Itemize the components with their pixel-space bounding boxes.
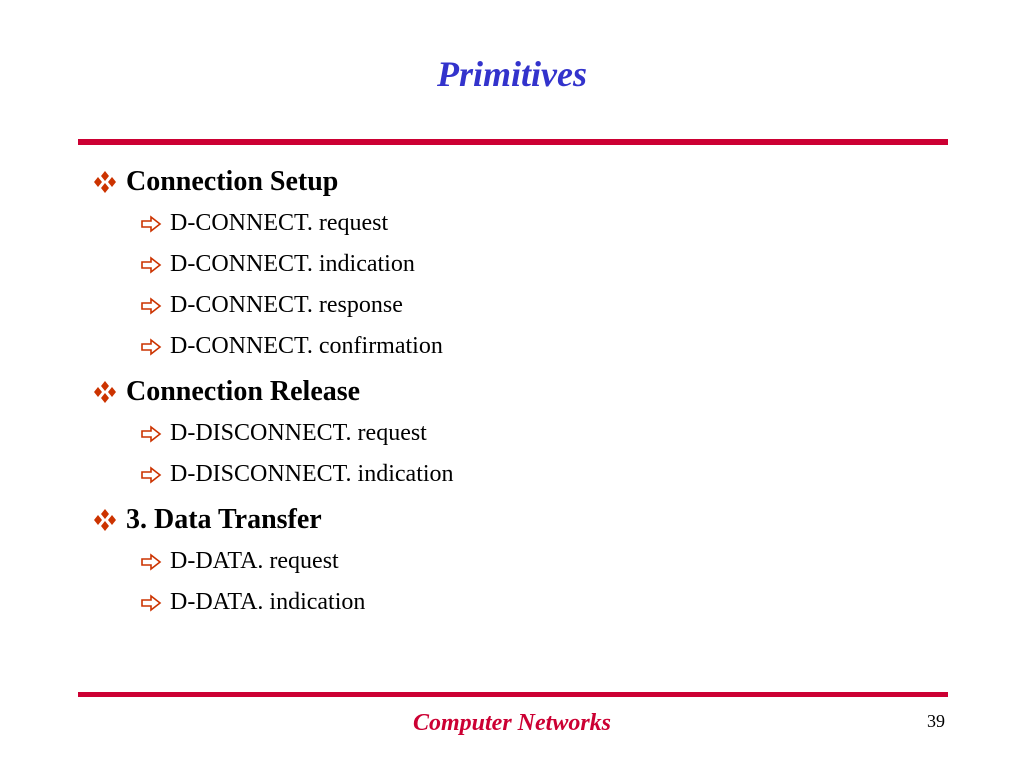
bullet-list: Connection Setup D-CONNECT. request D-CO… <box>90 161 930 623</box>
hollow-arrow-icon <box>141 465 162 484</box>
four-diamond-bullet-icon <box>94 171 116 193</box>
list-item-label: D-DISCONNECT. indication <box>170 461 454 487</box>
list-item-label: D-CONNECT. request <box>170 210 389 236</box>
list-item: D-DATA. request <box>90 541 930 582</box>
section-label: Connection Setup <box>126 166 339 197</box>
bottom-divider <box>78 692 948 697</box>
list-item: D-CONNECT. indication <box>90 244 930 285</box>
hollow-arrow-icon <box>141 552 162 571</box>
page-number: 39 <box>927 711 945 731</box>
list-item-label: D-CONNECT. indication <box>170 251 415 277</box>
list-item: D-DISCONNECT. indication <box>90 454 930 495</box>
section-label: Connection Release <box>126 376 361 407</box>
four-diamond-bullet-icon <box>94 381 116 403</box>
list-item: D-CONNECT. request <box>90 203 930 244</box>
slide-title: Primitives <box>437 54 587 94</box>
list-item-label: D-CONNECT. response <box>170 292 403 318</box>
list-item: D-DATA. indication <box>90 582 930 623</box>
section-data-transfer: 3. Data Transfer D-DATA. request D-DATA.… <box>90 499 930 623</box>
section-label: 3. Data Transfer <box>126 504 322 535</box>
section-connection-setup: Connection Setup D-CONNECT. request D-CO… <box>90 161 930 367</box>
four-diamond-bullet-icon <box>94 509 116 531</box>
list-item-label: D-DATA. indication <box>170 589 366 615</box>
section-heading: Connection Setup <box>90 161 930 203</box>
list-item-label: D-CONNECT. confirmation <box>170 333 443 359</box>
hollow-arrow-icon <box>141 593 162 612</box>
list-item-label: D-DATA. request <box>170 548 339 574</box>
hollow-arrow-icon <box>141 424 162 443</box>
list-item: D-CONNECT. response <box>90 285 930 326</box>
hollow-arrow-icon <box>141 296 162 315</box>
list-item: D-DISCONNECT. request <box>90 413 930 454</box>
list-item-label: D-DISCONNECT. request <box>170 420 427 446</box>
footer-title: Computer Networks <box>412 710 612 736</box>
hollow-arrow-icon <box>141 214 162 233</box>
list-item: D-CONNECT. confirmation <box>90 326 930 367</box>
top-divider <box>78 139 948 145</box>
section-heading: Connection Release <box>90 371 930 413</box>
hollow-arrow-icon <box>141 255 162 274</box>
hollow-arrow-icon <box>141 337 162 356</box>
section-heading: 3. Data Transfer <box>90 499 930 541</box>
section-connection-release: Connection Release D-DISCONNECT. request… <box>90 371 930 495</box>
